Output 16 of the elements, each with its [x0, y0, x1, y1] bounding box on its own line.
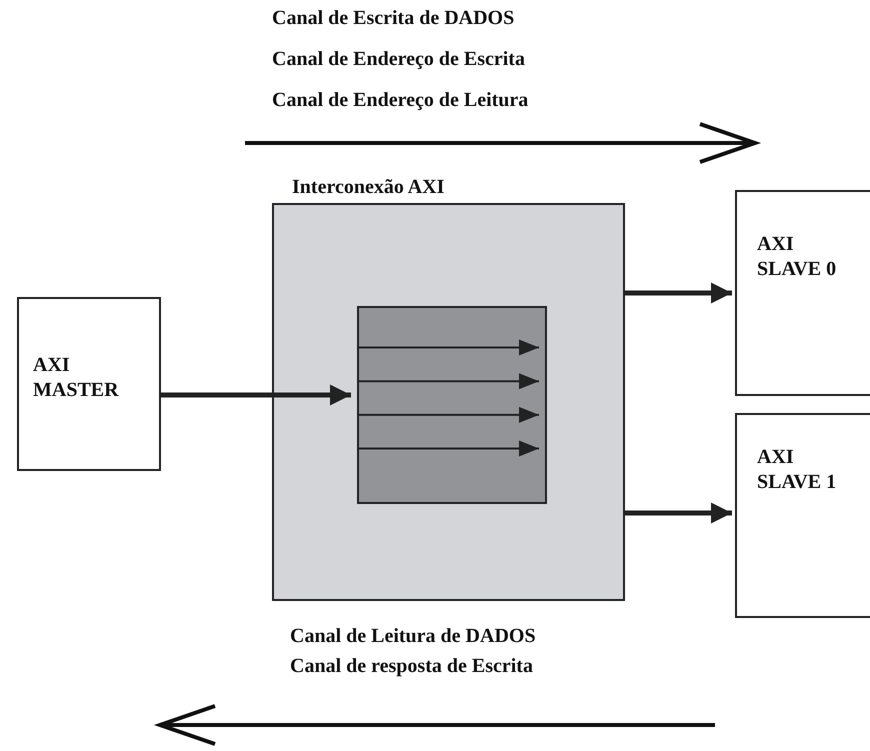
channel-label: Canal de Endereço de Escrita	[272, 47, 525, 72]
block-label: AXI SLAVE 1	[757, 445, 837, 495]
arrow	[161, 384, 351, 406]
channel-label: Canal de resposta de Escrita	[290, 654, 533, 679]
block-box	[17, 297, 161, 471]
arrow	[625, 282, 732, 304]
channel-label: Canal de Endereço de Leitura	[272, 88, 528, 113]
channel-label: Canal de Leitura de DADOS	[290, 624, 536, 649]
arrow	[625, 502, 732, 524]
block-box	[735, 413, 870, 618]
channel-label: Canal de Escrita de DADOS	[272, 6, 514, 31]
block-label: AXI MASTER	[33, 353, 120, 403]
block-box	[735, 190, 870, 396]
group-heading: Interconexão AXI	[292, 175, 446, 200]
block-label: AXI SLAVE 0	[757, 232, 837, 282]
channel-box	[357, 306, 547, 504]
